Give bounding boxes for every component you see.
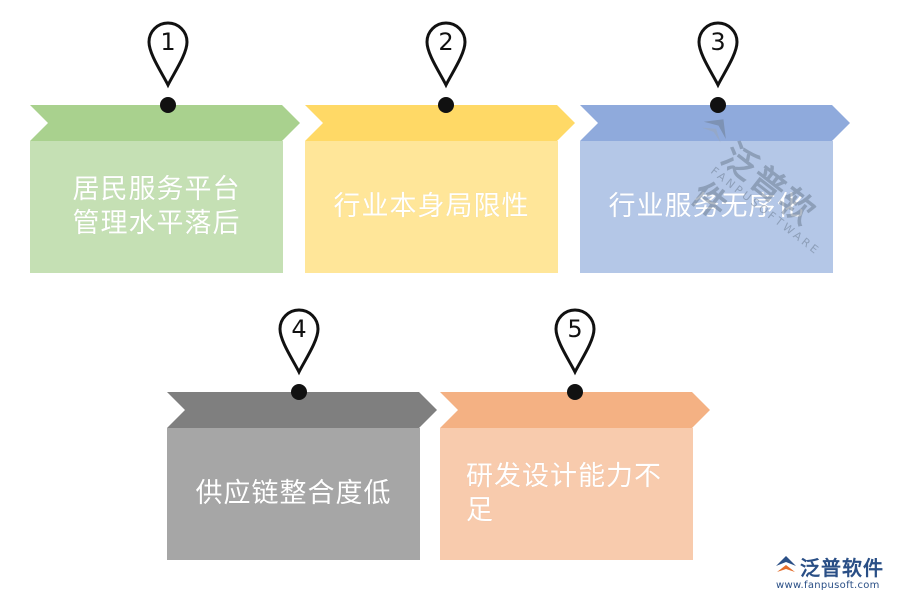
step-3-number: 3 — [710, 28, 725, 56]
step-5-text-box: 研发设计能力不 足 — [440, 428, 693, 560]
step-2-arrow-band — [305, 105, 575, 141]
step-2-dot — [438, 97, 454, 113]
logo-url: www.fanpusoft.com — [776, 580, 880, 591]
step-3-pin-icon — [697, 21, 739, 89]
step-1-card — [30, 141, 283, 273]
step-1-text-box: 居民服务平台 管理水平落后 — [30, 141, 283, 273]
step-4-arrow-band — [167, 392, 437, 428]
step-4-number: 4 — [291, 315, 306, 343]
step-2-pin-icon — [425, 21, 467, 89]
step-3-dot — [710, 97, 726, 113]
step-1-arrow-band — [30, 105, 300, 141]
step-4-pin-icon — [278, 308, 320, 376]
step-5-card — [440, 428, 693, 560]
step-4-dot — [291, 384, 307, 400]
logo-icon — [776, 556, 796, 572]
step-4: 4 — [167, 308, 437, 560]
step-2: 2 — [305, 21, 575, 273]
step-5-arrow-band — [440, 392, 710, 428]
step-4-card — [167, 428, 420, 560]
step-5-number: 5 — [567, 315, 582, 343]
step-5: 5 — [440, 308, 710, 560]
step-2-card — [305, 141, 558, 273]
step-2-number: 2 — [438, 28, 453, 56]
step-1-dot — [160, 97, 176, 113]
step-1-pin-icon — [147, 21, 189, 89]
logo-name: 泛普软件 — [800, 556, 884, 580]
step-3-label: 行业服务无序化 — [608, 191, 805, 222]
step-1-number: 1 — [160, 28, 175, 56]
step-3-text-box: 行业服务无序化 — [580, 141, 833, 273]
step-5-pin-icon — [554, 308, 596, 376]
step-5-label: 研发设计能力不 足 — [466, 461, 662, 526]
step-4-text-box: 供应链整合度低 — [167, 428, 420, 560]
step-2-text-box: 行业本身局限性 — [305, 141, 558, 273]
step-1-label: 居民服务平台 管理水平落后 — [72, 174, 241, 239]
brand-logo: 泛普软件 www.fanpusoft.com — [774, 552, 894, 596]
step-2-label: 行业本身局限性 — [333, 191, 530, 222]
step-3-card — [580, 141, 833, 273]
step-5-dot — [567, 384, 583, 400]
step-4-label: 供应链整合度低 — [195, 478, 392, 509]
step-1: 1 — [30, 21, 300, 273]
